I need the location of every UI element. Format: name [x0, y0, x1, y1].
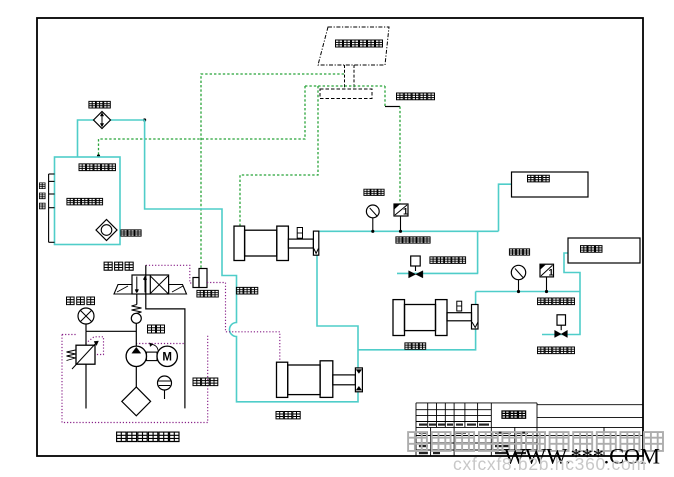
svg-text:cxfcxf8.b2b.hc360.com: cxfcxf8.b2b.hc360.com: [453, 454, 646, 474]
svg-text:1: 1: [548, 267, 553, 277]
svg-text:WWW.***.COM: WWW.***.COM: [504, 444, 660, 469]
svg-text:M: M: [162, 351, 172, 363]
svg-text:1: 1: [403, 207, 408, 217]
